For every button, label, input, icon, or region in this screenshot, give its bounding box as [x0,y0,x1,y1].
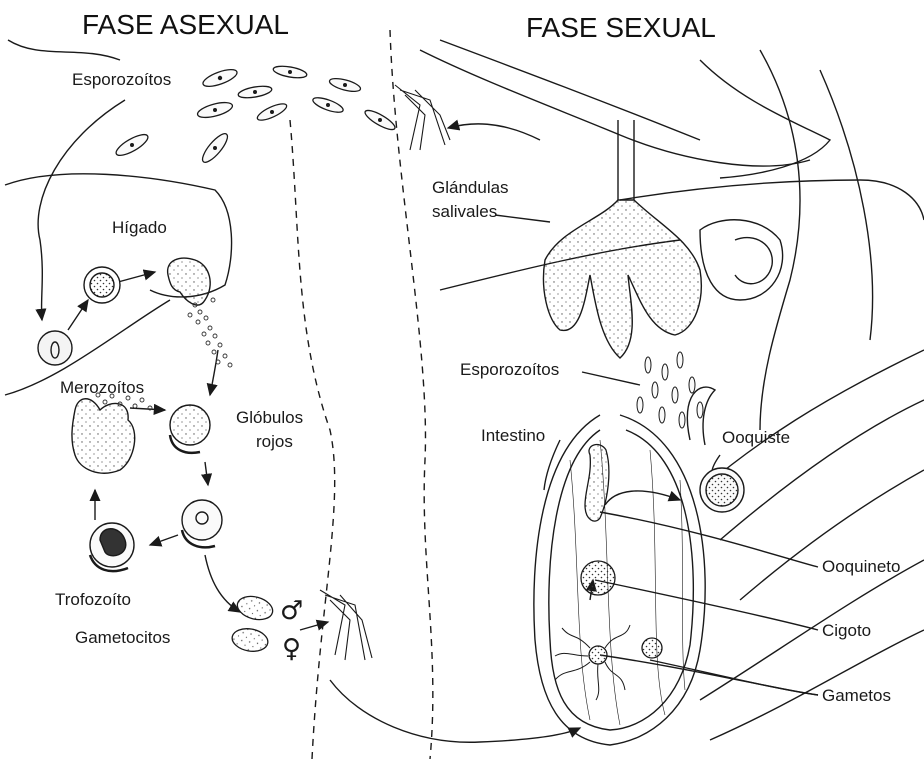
label-red-cells-1: Glóbulos [236,408,303,428]
liver-cell-bursting [168,258,211,305]
mosquito-outline [710,630,924,740]
label-trophozoite: Trofozoíto [55,590,131,610]
leader-line [582,372,640,385]
mosquito-outline [820,70,873,340]
male-symbol-icon: ♂ [280,598,303,624]
mosquito-outline [420,50,810,166]
leader-line [600,512,818,567]
intestine-inner [549,430,694,730]
mosquito-outline [620,180,924,220]
sporozoites-right [637,352,703,428]
label-sporozoites-right: Esporozoítos [460,360,559,380]
label-salivary-1: Glándulas [432,178,509,198]
label-zygote: Cigoto [822,621,871,641]
red-cell-ring [182,500,222,540]
ookinete [585,445,609,522]
mosquito-proboscis-icon [320,85,450,660]
header-asexual: FASE ASEXUAL [82,10,289,40]
gamete-male [589,646,607,664]
label-gametes: Gametos [822,686,891,706]
salivary-duct [618,120,634,200]
red-cell-burst [72,399,135,473]
female-symbol-icon: ♀ [282,636,301,662]
label-red-cells-2: rojos [256,432,293,452]
mosquito-outline [700,60,830,178]
mosquito-outline [740,470,924,600]
mosquito-outline [700,350,924,490]
intestine [534,415,705,745]
leader-line [595,580,818,630]
salivary-gland [543,200,701,358]
red-cell-merozoite [170,405,210,445]
label-liver: Hígado [112,218,167,238]
mosquito-outline [735,238,772,284]
leader-line [650,660,818,695]
leader-line [495,215,550,222]
liver-cell-infected [38,331,72,365]
gametocyte-female [230,626,269,654]
header-sexual: FASE SEXUAL [526,13,716,43]
label-oocyst: Ooquiste [722,428,790,448]
gamete-female [642,638,662,658]
label-sporozoites-top: Esporozoítos [72,70,171,90]
body-outline [8,40,120,60]
zygote [581,561,615,595]
label-ookinete: Ooquineto [822,557,900,577]
mosquito-outline [440,40,700,140]
mosquito-outline [720,400,924,540]
label-intestine: Intestino [481,426,545,446]
merozoites-released [188,298,232,367]
mosquito-outline [700,220,783,300]
label-gametocytes: Gametocitos [75,628,170,648]
label-salivary-2: salivales [432,202,497,222]
gametocyte-male [235,593,275,624]
label-merozoites: Merozoítos [60,378,144,398]
divider-dashed [390,30,433,759]
